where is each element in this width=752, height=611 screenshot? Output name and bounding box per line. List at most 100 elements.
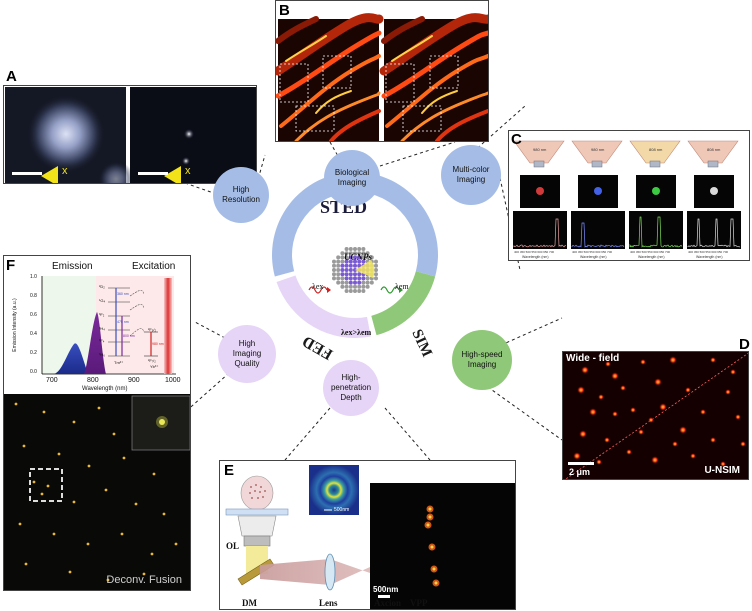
ytick-2: 0.8	[30, 293, 37, 299]
nanoparticle-spot	[626, 449, 632, 455]
particle-atom	[336, 255, 340, 259]
particle-atom	[349, 264, 353, 268]
nanoparticle-spot	[98, 407, 101, 410]
level-label-4: ³H₄	[99, 326, 105, 331]
panel-c-xaxis-label-2: Wavelength (nm)	[580, 255, 607, 259]
nanoparticle-spot	[58, 453, 61, 456]
objective	[238, 516, 276, 536]
bubble-text: High	[222, 185, 260, 195]
panel-f: Emission Excitation Emission Intensity (…	[3, 255, 191, 591]
nanoparticle-spot	[640, 359, 646, 365]
panel-c-xaxis-ticks-1: 400 450 500 550 600 650 700	[514, 250, 554, 254]
panel-e-scalebar	[378, 595, 390, 598]
nanoparticle-spot	[15, 403, 18, 406]
excitation-label: Excitation	[132, 261, 175, 272]
spectrum-plot	[571, 211, 625, 249]
particle-atom	[349, 285, 353, 289]
nanoparticle-core	[427, 524, 430, 527]
lambda-em-label: λem	[395, 282, 409, 291]
particle-atom	[336, 264, 340, 268]
particle-atom	[349, 247, 353, 251]
nanoparticle-spot	[654, 378, 662, 386]
particle-atom	[336, 260, 340, 264]
transition-label-2: 475 nm	[117, 320, 129, 324]
particle-atom	[353, 272, 357, 276]
nanoparticle-spot	[69, 571, 72, 574]
particle-atom	[332, 268, 336, 272]
nanoparticle-spot	[105, 489, 108, 492]
nanoparticle-spot	[651, 456, 659, 464]
nanoparticle-spot	[740, 441, 746, 447]
particle-atom	[366, 285, 370, 289]
bubble-text: High-	[331, 373, 371, 383]
bubble-text: Imaging	[335, 178, 369, 188]
arrow-icon	[327, 287, 331, 293]
xtick-2: 800	[87, 377, 99, 384]
particle-atom	[366, 276, 370, 280]
nanoparticle-spot	[679, 426, 687, 434]
particle-atom	[345, 281, 349, 285]
particle-atom	[332, 264, 336, 268]
nanoparticle-spot	[710, 357, 716, 363]
panel-d-scalebar	[568, 462, 594, 465]
particle-atom	[361, 247, 365, 251]
particle-atom	[370, 281, 374, 285]
panel-f-image	[4, 394, 191, 591]
particle-atom	[353, 289, 357, 293]
emission-spot	[536, 187, 544, 195]
panel-c-cone-label-1: 980 nm	[533, 147, 546, 152]
emission-cone	[572, 141, 622, 167]
bubble-text: penetration	[331, 383, 371, 393]
panel-b-images	[276, 1, 489, 142]
ion-label-yb: Yb³⁺	[150, 364, 158, 369]
transition-label-4: 980 nm	[152, 342, 164, 346]
panel-a-scalebar-right	[138, 172, 168, 175]
particle-atom	[366, 281, 370, 285]
particle-atom	[361, 276, 365, 280]
nanoparticle-spot	[153, 473, 156, 476]
nanoparticle-spot	[87, 543, 90, 546]
nanoparticle-spot	[700, 409, 706, 415]
label-lens: Lens	[319, 598, 338, 608]
transition-label-1: 360 nm	[117, 292, 129, 296]
bubble-text: Imaging	[233, 349, 261, 359]
nanoparticle-spot	[123, 457, 126, 460]
nanoparticle-spot	[73, 501, 76, 504]
label-ol: OL	[226, 541, 239, 551]
excitation-band	[164, 278, 172, 374]
nanoparticle-core	[429, 508, 432, 511]
marker-label-a: x	[62, 165, 68, 177]
nanoparticle-spot	[579, 430, 587, 438]
level-label-5: ³F₄	[99, 338, 104, 343]
ytick-4: 0.4	[30, 331, 37, 337]
level-label-6: ³H₆	[99, 352, 105, 357]
spectrum-plot	[687, 211, 741, 249]
nanoparticle-spot	[669, 356, 677, 364]
particle-atom	[374, 276, 378, 280]
bubble-text: Resolution	[222, 195, 260, 205]
particle-atom	[340, 272, 344, 276]
nanoparticle-spot	[611, 372, 619, 380]
emission-cone	[688, 141, 738, 167]
particle-atom	[353, 285, 357, 289]
nanoparticle-spot	[113, 433, 116, 436]
bubble-text: Imaging	[453, 175, 490, 185]
nanoparticle-spot	[47, 485, 50, 488]
panel-c-xaxis-ticks-4: 400 450 500 550 600 650 700	[688, 250, 728, 254]
panel-d-top-label: Wide - field	[566, 353, 619, 364]
ucnps-label: UCNPs	[344, 252, 372, 262]
label-dm: DM	[242, 598, 257, 608]
bubble-text: Depth	[331, 393, 371, 403]
sim-ring	[371, 271, 435, 335]
transition-label-3: 800 nm	[123, 334, 135, 338]
particle-atom	[340, 281, 344, 285]
panel-b-letter: B	[279, 2, 290, 19]
particle-atom	[353, 281, 357, 285]
ion-label-tm: Tm³⁺	[114, 360, 123, 365]
nanoparticle-spot	[19, 523, 22, 526]
bubble-multicolor-imaging: Multi-colorImaging	[441, 145, 501, 205]
nanoparticle-spot	[690, 453, 696, 459]
nanoparticle-core	[435, 582, 438, 585]
bubble-text: Biological	[335, 168, 369, 178]
panel-d-image	[563, 352, 749, 480]
